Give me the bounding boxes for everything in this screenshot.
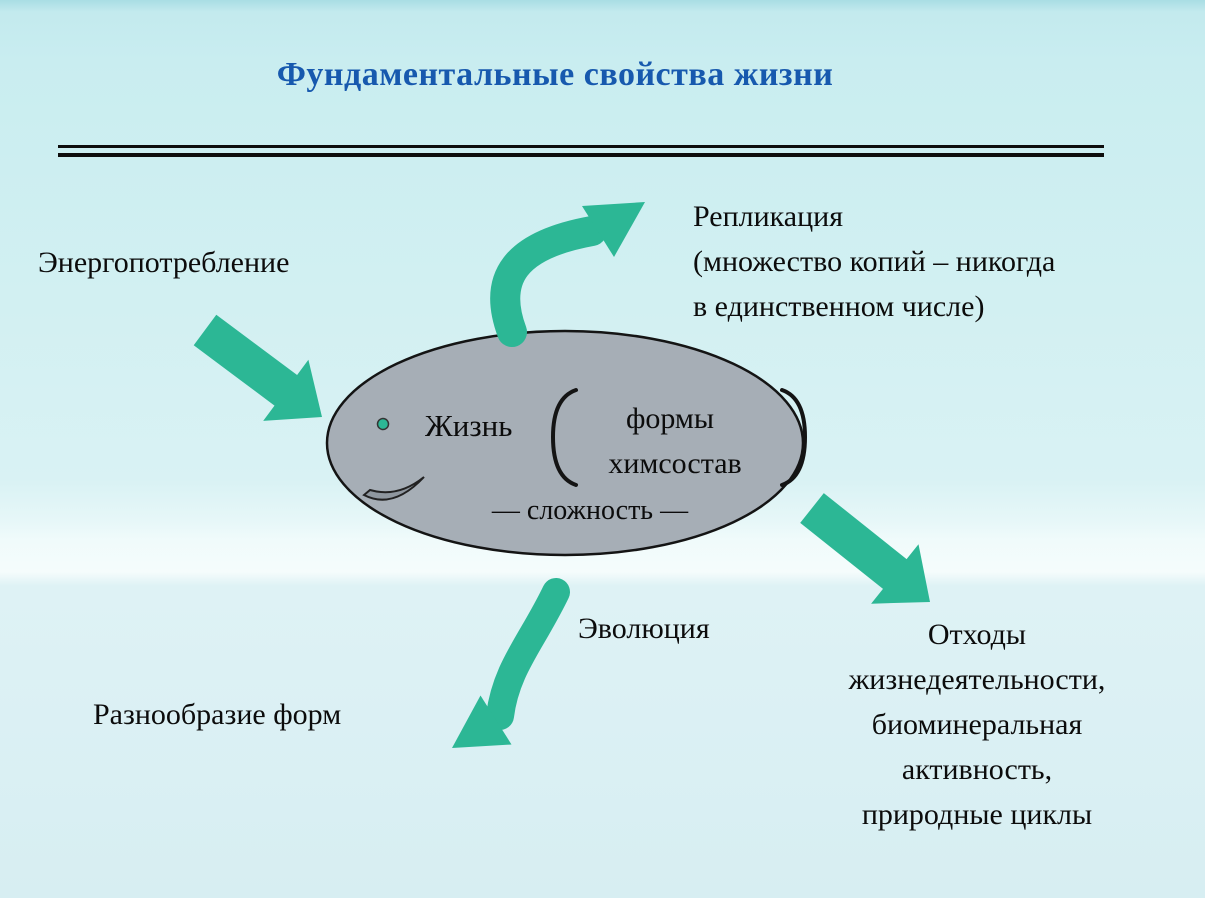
replication-label: Репликация (множество копий – никогда в … — [693, 200, 1056, 323]
cell-eye-dot-icon — [376, 417, 390, 431]
complexity-label: — сложность — — [491, 495, 689, 526]
chemical-composition-label: химсостав — [608, 447, 742, 480]
forms-label: формы — [625, 402, 715, 435]
energy-consumption-label: Энергопотребление — [38, 246, 290, 279]
life-label: Жизнь — [425, 408, 513, 443]
diversity-of-forms-label: Разнообразие форм — [93, 698, 342, 731]
title-divider-rule — [58, 145, 1104, 157]
energy-arrow-icon — [193, 314, 322, 421]
evolution-label: Эволюция — [578, 612, 710, 645]
page-title: Фундаментальные свойства жизни — [276, 56, 834, 93]
right-bracket-icon — [780, 388, 808, 487]
life-cell-shape — [325, 329, 808, 557]
waste-arrow-icon — [800, 493, 930, 604]
waste-products-label: Отходы жизнедеятельности, биоминеральная… — [848, 618, 1106, 831]
left-bracket-icon — [550, 388, 578, 487]
cell-smile-curve-icon — [362, 476, 425, 501]
evolution-arrow-icon — [452, 578, 570, 748]
replication-arrow-icon — [490, 202, 645, 347]
